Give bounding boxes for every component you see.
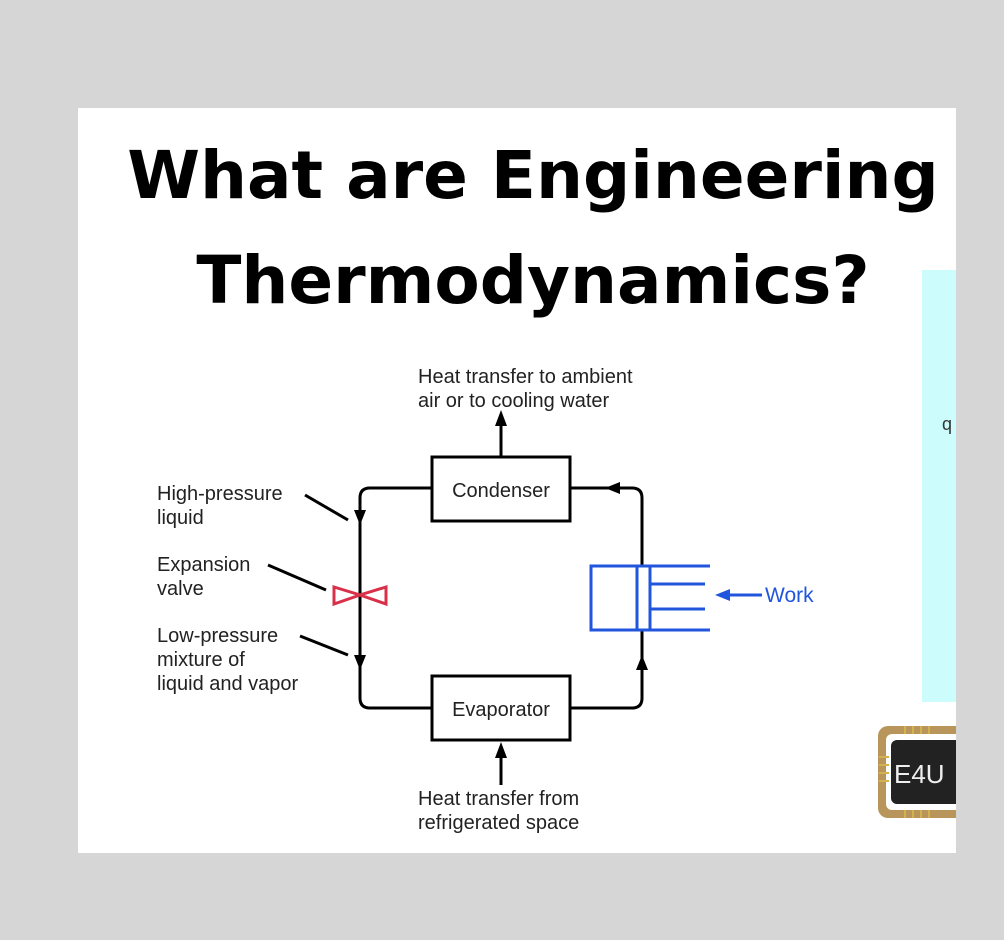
evaporator-box xyxy=(430,674,572,742)
arrow-left-icon xyxy=(605,482,620,494)
e4u-logo: E4U xyxy=(878,726,956,818)
left-pipe xyxy=(358,486,432,710)
expansion-valve-label-2: valve xyxy=(157,578,204,600)
arrow-up-icon xyxy=(636,655,648,670)
leader-line xyxy=(299,634,349,657)
title-line-1: What are Engineering xyxy=(127,137,939,214)
low-pressure-label-3: liquid and vapor xyxy=(157,673,299,695)
arrow-up-icon xyxy=(495,410,507,426)
expansion-valve-label-1: Expansion xyxy=(157,554,250,576)
leader-line xyxy=(267,563,327,592)
heat-in-label-2: refrigerated space xyxy=(418,812,579,834)
low-pressure-label-1: Low-pressure xyxy=(157,625,278,647)
arrow-down-icon xyxy=(354,510,366,525)
heat-in-label-1: Heat transfer from xyxy=(418,788,579,810)
side-panel xyxy=(922,270,956,702)
expansion-valve-icon xyxy=(332,584,388,607)
evaporator-label: Evaporator xyxy=(452,699,550,721)
arrow-down-icon xyxy=(354,655,366,670)
high-pressure-label-1: High-pressure xyxy=(157,483,283,505)
heat-out-label-1: Heat transfer to ambient xyxy=(418,366,633,388)
work-label: Work xyxy=(765,584,814,607)
work-arrow-icon xyxy=(715,589,730,601)
condenser-label: Condenser xyxy=(452,480,550,502)
thermo-diagram: What are Engineering Thermodynamics? q C… xyxy=(127,137,956,834)
leader-line xyxy=(304,493,349,522)
low-pressure-label-2: mixture of xyxy=(157,649,245,671)
logo-text: E4U xyxy=(894,759,945,789)
heat-out-label-2: air or to cooling water xyxy=(418,390,610,412)
side-panel-text: q xyxy=(942,414,952,434)
right-pipe xyxy=(570,486,644,710)
arrow-up-icon xyxy=(495,742,507,758)
high-pressure-label-2: liquid xyxy=(157,507,204,529)
title-line-2: Thermodynamics? xyxy=(196,242,869,319)
condenser-box xyxy=(430,455,572,523)
compressor-icon xyxy=(589,564,762,632)
thumbnail-card: What are Engineering Thermodynamics? q C… xyxy=(78,108,956,853)
